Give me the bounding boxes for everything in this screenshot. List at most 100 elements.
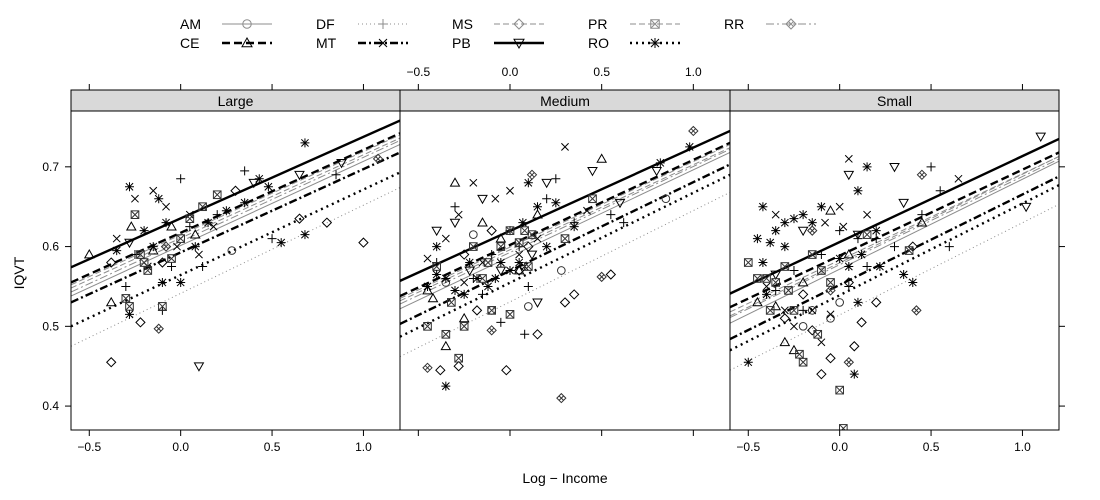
panel-plot-area: [730, 132, 1059, 430]
fit-line-mt: [71, 151, 400, 304]
data-point-pb: [449, 218, 461, 229]
x-tick-label: 1.0: [355, 440, 372, 454]
data-point-ro: [758, 258, 768, 268]
data-point-ro: [483, 281, 493, 291]
data-point-pb: [852, 230, 864, 241]
data-point-ro: [176, 277, 186, 287]
fit-line-pr: [71, 134, 400, 286]
data-point-rr: [688, 125, 699, 137]
data-point-mt: [817, 338, 826, 347]
data-point-ms: [453, 360, 464, 372]
data-point-mt: [515, 250, 524, 259]
data-point-df: [212, 210, 222, 220]
data-point-mt: [533, 234, 542, 243]
data-point-ro: [771, 226, 781, 236]
data-point-pr: [454, 353, 463, 363]
data-point-ro: [154, 194, 164, 204]
data-point-ro: [148, 242, 158, 252]
data-point-ce: [843, 249, 855, 259]
data-point-pb: [526, 250, 538, 261]
data-point-ms: [825, 353, 836, 364]
data-point-am: [835, 298, 844, 307]
data-point-pb: [541, 178, 553, 189]
data-point-df: [185, 222, 195, 232]
data-point-ro: [835, 254, 845, 264]
data-point-mt: [808, 306, 817, 315]
legend-item-ce: CE: [180, 35, 272, 51]
data-point-ro: [139, 226, 149, 236]
legend-symbol-boxed-x-icon: [650, 19, 660, 29]
data-point-ms: [856, 317, 867, 328]
data-point-df: [121, 281, 131, 291]
data-point-ce: [449, 177, 461, 187]
data-point-pr: [835, 385, 844, 395]
data-point-df: [926, 162, 936, 172]
data-point-pr: [432, 262, 441, 271]
data-point-pr: [588, 194, 597, 204]
data-point-pr: [817, 266, 826, 275]
data-point-df: [331, 170, 341, 180]
data-point-ce: [779, 336, 791, 347]
data-point-pr: [125, 302, 134, 311]
data-point-ms: [230, 185, 241, 196]
data-point-pb: [294, 170, 305, 181]
fit-line-ms: [71, 137, 400, 289]
data-point-ro: [908, 277, 918, 287]
data-point-ro: [157, 277, 167, 287]
data-point-pb: [431, 226, 443, 237]
fit-line-rr: [400, 148, 730, 305]
data-point-mt: [839, 222, 848, 231]
data-point-ms: [106, 257, 117, 268]
data-point-pr: [185, 214, 195, 223]
data-point-df: [267, 234, 277, 244]
data-point-pr: [514, 238, 524, 247]
data-point-mt: [583, 206, 591, 215]
panel-small: Small: [729, 89, 1060, 431]
data-point-ro: [221, 206, 231, 216]
data-point-ro: [240, 198, 250, 208]
data-point-pr: [212, 190, 222, 200]
data-point-pr: [762, 274, 771, 283]
data-point-ro: [441, 381, 451, 391]
data-point-df: [771, 285, 781, 295]
data-point-pr: [789, 306, 799, 315]
data-point-ro: [816, 202, 826, 212]
data-point-pr: [780, 262, 790, 271]
data-point-pr: [771, 278, 781, 287]
panel-plot-area: [400, 125, 730, 404]
data-point-pb: [1035, 132, 1047, 143]
data-point-ce: [770, 300, 782, 311]
data-point-pr: [496, 242, 506, 251]
data-point-mt: [469, 178, 478, 187]
legend-label: MT: [316, 35, 337, 51]
data-point-ro: [459, 289, 469, 299]
data-point-pb: [889, 162, 900, 173]
data-point-ms: [321, 217, 333, 228]
data-point-pr: [838, 424, 848, 430]
legend-label: MS: [452, 16, 473, 32]
y-tick-label: 0.4: [42, 399, 59, 413]
data-point-ce: [916, 217, 928, 227]
data-point-am: [798, 322, 808, 331]
legend-symbol-boxed-diamond-icon: [785, 18, 797, 30]
data-point-ro: [518, 218, 528, 228]
legend-symbol-triangle-up-icon: [241, 36, 253, 48]
data-point-pr: [743, 258, 753, 267]
legend-label: RR: [724, 16, 744, 32]
data-point-ro: [807, 218, 817, 228]
data-point-ms: [157, 257, 168, 268]
data-point-ro: [849, 369, 859, 379]
data-point-df: [862, 262, 872, 272]
legend-label: PB: [452, 35, 471, 51]
data-point-ce: [125, 221, 137, 231]
data-point-pb: [248, 178, 260, 189]
data-point-pr: [795, 349, 804, 359]
data-point-ro: [758, 202, 768, 212]
data-point-df: [835, 226, 845, 236]
fit-line-ms: [730, 156, 1059, 317]
data-point-ro: [862, 162, 872, 172]
data-point-am: [557, 266, 566, 275]
data-point-pr: [904, 246, 914, 255]
